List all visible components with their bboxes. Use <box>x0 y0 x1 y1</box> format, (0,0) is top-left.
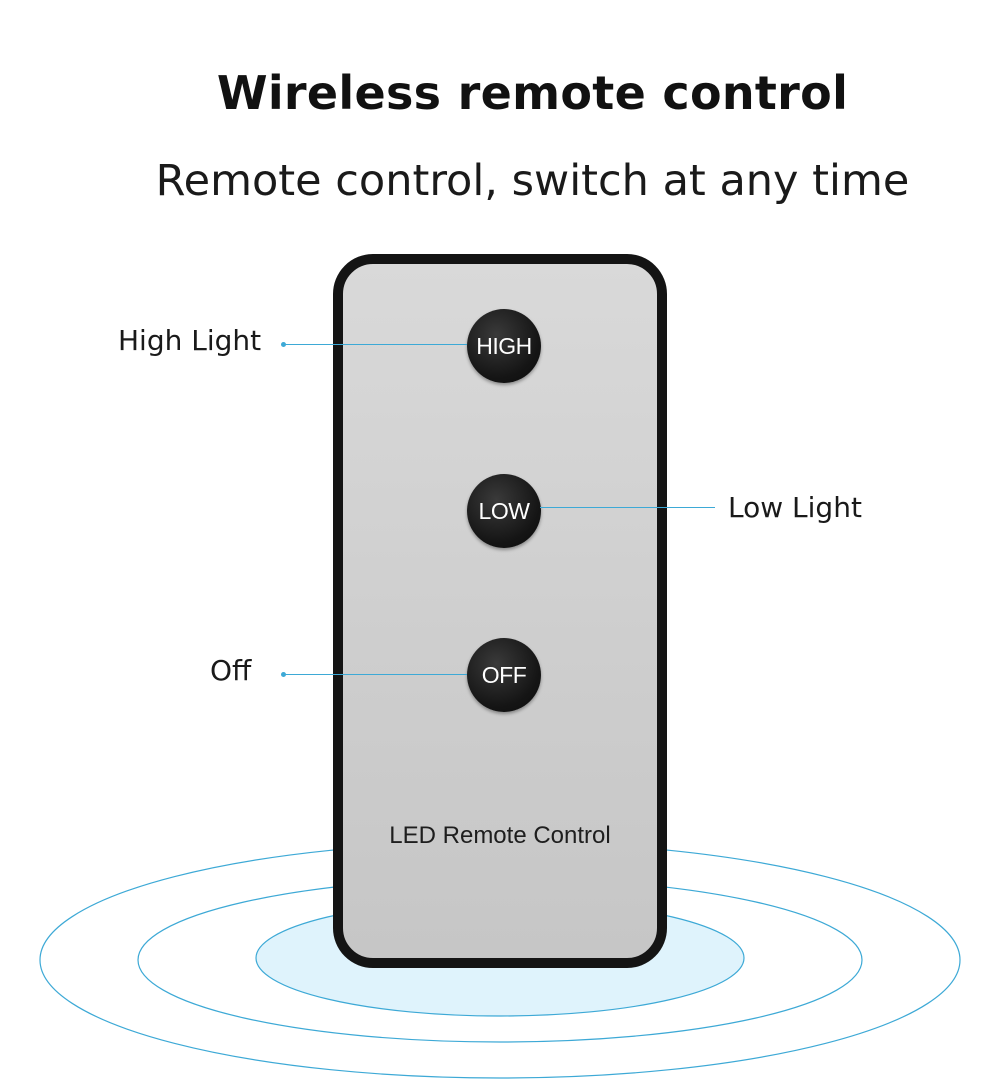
off-button[interactable]: OFF <box>467 638 541 712</box>
callout-high-light: High Light <box>118 324 262 357</box>
remote-control: HIGH LOW OFF LED Remote Control <box>333 254 667 968</box>
callout-low-light: Low Light <box>728 491 862 524</box>
callout-off: Off <box>210 654 252 687</box>
callout-dot-off <box>281 672 286 677</box>
page-title: Wireless remote control <box>216 66 849 120</box>
leader-line-low <box>540 507 715 508</box>
callout-dot-high <box>281 342 286 347</box>
low-button[interactable]: LOW <box>467 474 541 548</box>
leader-line-off <box>285 674 467 675</box>
leader-line-high <box>285 344 467 345</box>
page-subtitle: Remote control, switch at any time <box>155 156 910 206</box>
remote-model-label: LED Remote Control <box>389 822 611 849</box>
high-button[interactable]: HIGH <box>467 309 541 383</box>
